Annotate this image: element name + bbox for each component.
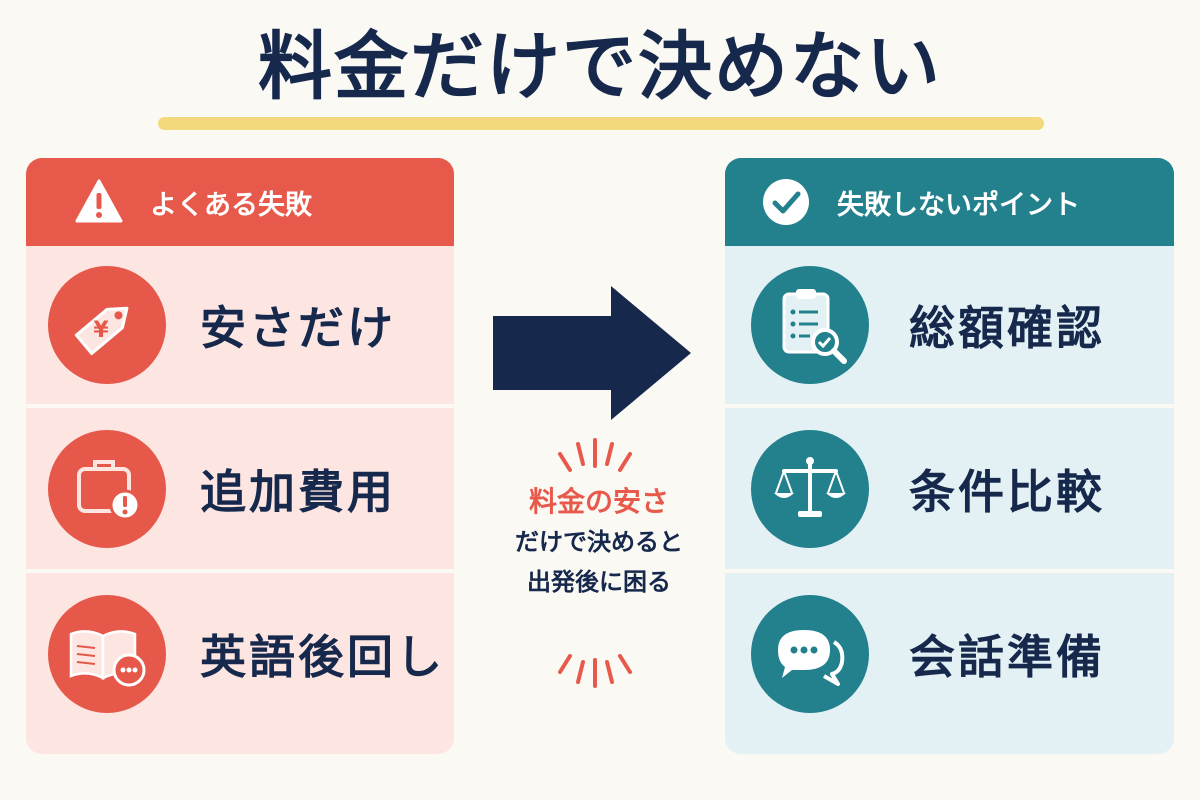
point-item-conversation-prep: 会話準備 [725,569,1174,734]
right-arrow-icon [493,286,691,420]
mistake-item-english-later: 英語後回し [26,569,454,734]
clipboard-magnifier-icon [751,266,869,384]
warning-note: 料金の安さ だけで決めると 出発後に困る [463,482,735,602]
success-points-header: 失敗しないポイント [725,158,1174,246]
point-label-conversation-prep: 会話準備 [909,629,1105,684]
svg-text:¥: ¥ [93,318,109,343]
emphasis-burst-bottom [558,654,632,688]
common-mistakes-header: よくある失敗 [26,158,454,246]
page-title: 料金だけで決めない [258,24,942,110]
price-tag-yen-icon: ¥ [48,266,166,384]
check-circle-icon [763,179,809,225]
point-label-compare-terms: 条件比較 [909,464,1105,519]
warning-note-line3: 出発後に困る [527,568,671,596]
open-book-chat-icon [48,594,166,713]
balance-scale-icon [751,429,869,548]
common-mistakes-panel: よくある失敗 ¥ 安さだけ [26,158,454,754]
mistake-item-cheap: ¥ 安さだけ [26,246,454,404]
title-underline [158,117,1044,130]
warning-icon [75,179,123,223]
success-points-panel: 失敗しないポイント 総額確認 [725,158,1174,754]
point-label-total-cost: 総額確認 [909,301,1105,355]
mistake-item-extra-fees: 追加費用 [26,404,454,569]
success-points-title: 失敗しないポイント [837,189,1080,221]
point-item-total-cost: 総額確認 [725,246,1174,404]
mistake-label-extra-fees: 追加費用 [200,464,396,519]
warning-note-highlight: 料金の安さ [528,485,669,518]
point-item-compare-terms: 条件比較 [725,404,1174,569]
mistake-label-cheap: 安さだけ [200,301,396,355]
warning-note-line2: だけで決めると [515,528,683,556]
speech-bubbles-icon [751,594,869,713]
mistake-label-english-later: 英語後回し [200,629,445,684]
common-mistakes-title: よくある失敗 [150,189,312,221]
briefcase-alert-icon [48,429,166,548]
emphasis-burst-top [558,438,632,472]
